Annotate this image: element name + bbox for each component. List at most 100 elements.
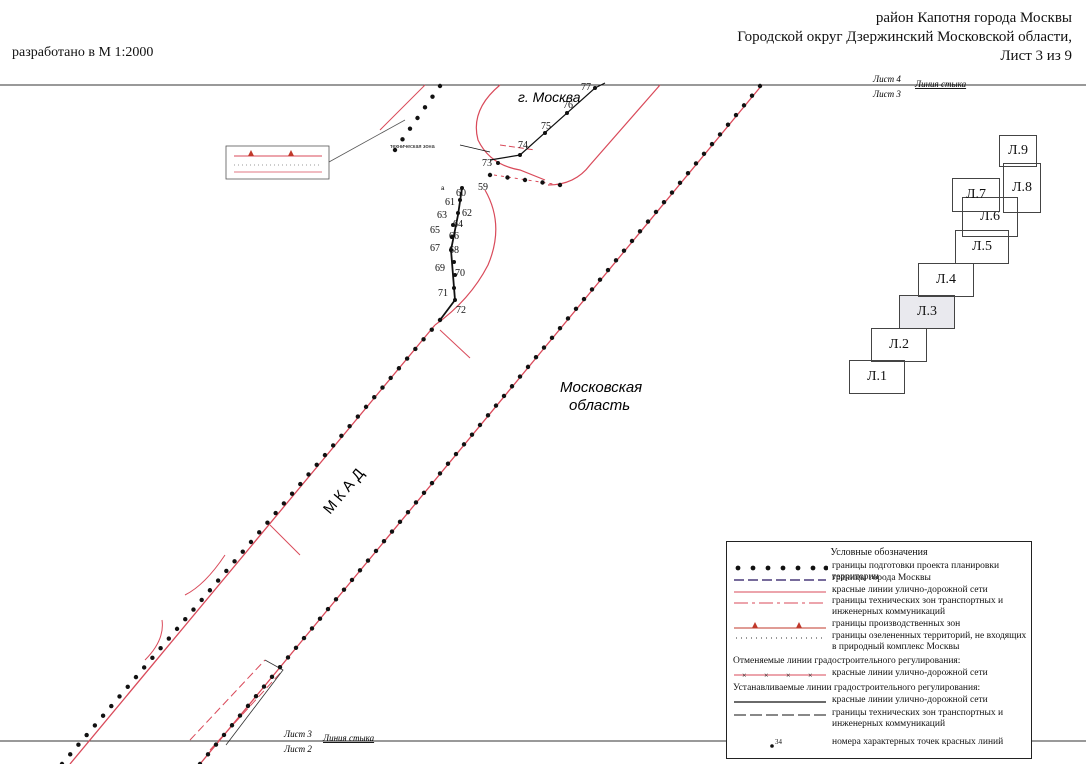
left-arc-red — [184, 554, 226, 596]
point-number-74: 74 — [518, 140, 528, 151]
boundary-dot-right — [285, 655, 291, 660]
boundary-dot-right — [541, 345, 547, 350]
legend: Условные обозначения границы подготовки … — [726, 541, 1032, 759]
legend-sample-set-red — [734, 701, 826, 703]
boundary-dot-right — [309, 626, 315, 631]
joint-bottom-label: Линия стыка — [322, 733, 375, 743]
point-number-66: 66 — [449, 231, 459, 242]
set-red-line-upper — [489, 82, 606, 161]
point-number-64: 64 — [453, 219, 463, 230]
point-number-73: 73 — [482, 158, 492, 169]
boundary-dot-right — [197, 761, 203, 764]
region-label-1: Московская — [560, 379, 642, 396]
boundary-dot-right — [365, 558, 371, 563]
boundary-dot-right — [333, 597, 339, 602]
legend-row-red-lines: красные линии улично-дорожной сети — [732, 585, 1027, 599]
callout-leader — [328, 119, 406, 163]
boundary-dot-right — [245, 703, 251, 709]
boundary-dot-right — [573, 306, 579, 311]
boundary-dot-right — [421, 490, 427, 495]
legend-sample-red-dash — [734, 602, 826, 604]
boundary-dot-left — [174, 626, 180, 632]
boundary-dot-right — [429, 480, 435, 486]
boundary-dot-right — [501, 393, 507, 399]
point-number-65: 65 — [430, 225, 440, 236]
legend-set-head: Устанавливаемые линии градостроительного… — [733, 683, 981, 693]
legend-text-tech-zones-1: границы технических зон транспортных и — [832, 596, 1004, 606]
callout-box-triangle-1 — [248, 150, 254, 156]
boundary-dot-left — [232, 559, 237, 564]
boundary-dot-right — [589, 287, 595, 292]
sheet-index-box-3: Л.3 — [899, 295, 955, 329]
characteristic-point — [456, 211, 460, 215]
svg-text:×: × — [786, 671, 791, 680]
sheet-index-box-2: Л.2 — [871, 328, 927, 362]
sheet-bottom-label: Лист 3 — [283, 729, 312, 739]
boundary-dot-left — [248, 539, 254, 545]
region-label-2: область — [569, 397, 630, 414]
boundary-dot-left — [92, 723, 98, 728]
point-number-77: 77 — [581, 82, 591, 93]
boundary-dot-left — [166, 636, 172, 641]
boundary-dot-right — [605, 267, 611, 273]
legend-row-set-tech-2: инженерных коммуникаций — [732, 719, 1027, 733]
sheet-index-box-7: Л.7 — [952, 178, 1000, 212]
boundary-dot-ramp — [487, 172, 493, 178]
boundary-dot-right — [277, 664, 283, 670]
boundary-dot-left — [421, 337, 426, 342]
boundary-dot-left — [298, 481, 303, 487]
point-number-60: 60 — [456, 188, 466, 199]
boundary-dot-right — [453, 451, 459, 457]
characteristic-point — [449, 248, 453, 252]
boundary-dot-left — [281, 501, 287, 506]
boundary-dot-left — [76, 742, 81, 747]
characteristic-point — [450, 235, 454, 239]
point-number-62: 62 — [462, 208, 472, 219]
point-number-72: 72 — [456, 305, 466, 316]
boundary-dot-right — [685, 170, 691, 176]
boundary-dot-right — [229, 723, 235, 728]
sheet-index-box-9: Л.9 — [999, 135, 1037, 167]
tech-zone-dash-lower-1 — [189, 659, 266, 741]
point-number-69: 69 — [435, 263, 445, 274]
boundary-dot-right — [469, 432, 475, 437]
legend-text-moscow-boundary: границы города Москвы — [832, 573, 931, 583]
boundary-dot-left — [183, 617, 188, 622]
boundary-dot-left — [68, 752, 73, 757]
header-sheet-number: Лист 3 из 9 — [1000, 48, 1072, 64]
legend-text-tech-zones-2: инженерных коммуникаций — [832, 607, 946, 617]
sheet-top-below-label: Лист 3 — [872, 89, 901, 99]
characteristic-point — [453, 273, 457, 277]
boundary-dot-left — [207, 588, 213, 593]
boundary-dot-left — [289, 491, 295, 496]
legend-row-tech-zones: границы технических зон транспортных и — [732, 596, 1027, 610]
joint-top-label: Линия стыка — [914, 79, 967, 89]
boundary-dot-right — [405, 509, 411, 515]
boundary-dot-left — [429, 327, 434, 332]
boundary-dot-right — [349, 577, 355, 583]
boundary-dot-left — [437, 317, 443, 323]
boundary-dot-right — [213, 742, 219, 747]
point-number-67: 67 — [430, 243, 440, 254]
legend-row-set-red: красные линии улично-дорожной сети — [732, 695, 1027, 709]
mkad-red-line-left — [69, 324, 436, 764]
boundary-dot-right — [253, 694, 259, 699]
boundary-dot-right — [485, 413, 491, 418]
legend-row-green: границы озелененных территорий, не входя… — [732, 631, 1027, 645]
boundary-dot-right — [237, 713, 243, 718]
characteristic-point — [518, 153, 522, 157]
legend-text-green-1: границы озелененных территорий, не входя… — [832, 631, 1027, 641]
boundary-dot-left — [372, 395, 377, 400]
point-number-71: 71 — [438, 288, 448, 299]
boundary-dot-ramp — [540, 180, 545, 185]
tech-zone-dash-lower-2 — [209, 669, 284, 751]
boundary-dot-left — [257, 530, 262, 535]
point-number-59: 59 — [478, 182, 488, 193]
boundary-dot-right — [509, 384, 515, 389]
header-okrug: Городской округ Дзержинский Московской о… — [737, 29, 1072, 45]
left-arc-red-2 — [144, 619, 163, 661]
legend-text-red-lines: красные линии улично-дорожной сети — [832, 585, 988, 595]
boundary-dot-left — [355, 414, 361, 419]
scale-note: разработано в М 1:2000 — [12, 45, 154, 60]
sheet-index-box-4: Л.4 — [918, 263, 974, 297]
